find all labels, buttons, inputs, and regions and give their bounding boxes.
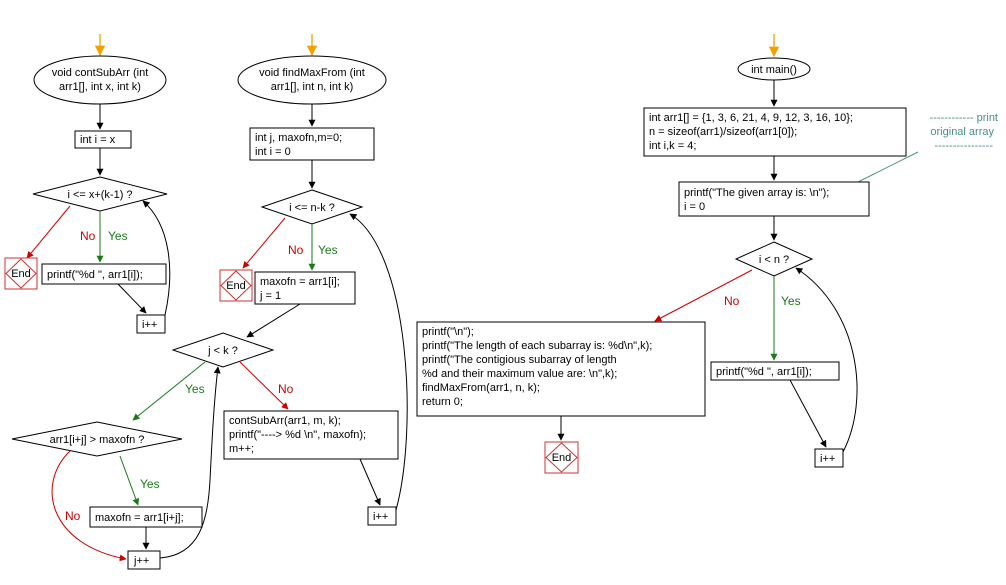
end-terminal: End [4,257,38,290]
print-original-array-note: ------------ print original array ------… [930,112,998,152]
findmaxfrom-j-increment-text: j++ [133,555,149,567]
contsubarr-start-line-2: arr1[], int x, int k) [59,81,141,93]
contsubarr-start: void contSubArr (int arr1[], int x, int … [33,55,167,105]
findmaxfrom-update-box: maxofn = arr1[i+j]; [89,506,203,528]
main-flow: int main() int arr1[] = {1, 3, 6, 21, 4,… [416,34,998,474]
findmaxfrom-j-increment-box: j++ [127,550,161,570]
findmaxfrom-call-line-2: printf("----> %d \n", maxofn); [229,429,366,441]
contsubarr-increment-box: i++ [136,314,166,334]
main-final-line-1: printf("\n"); [422,326,474,338]
findmaxfrom-i-increment-text: i++ [373,511,388,523]
contsubarr-condition: i <= x+(k-1) ? [32,176,168,212]
main-start: int main() [737,57,811,81]
yes-edge [119,455,140,506]
findmaxfrom-start-line-2: arr1[], int n, int k) [271,81,354,93]
end-terminal: End [219,269,253,302]
contsubarr-print-box: printf("%d ", arr1[i]); [41,263,167,285]
no-edge [654,269,753,322]
connector [246,303,301,338]
findmaxfrom-init-line-2: int i = 0 [255,146,291,158]
end-label: End [11,268,31,280]
main-print-element-text: printf("%d ", arr1[i]); [716,366,812,378]
no-edge [239,361,289,410]
note-line-2: original array [930,126,994,138]
findmaxfrom-call-box: contSubArr(arr1, m, k); printf("----> %d… [223,410,399,460]
no-edge [242,217,286,269]
main-print-header-line-2: i = 0 [684,201,705,213]
main-final-line-3: printf("The contigious subarray of lengt… [422,354,617,366]
contsubarr-start-line-1: void contSubArr (int [52,67,149,79]
contsubarr-increment-text: i++ [142,319,157,331]
main-condition-text: i < n ? [759,254,789,266]
end-label: End [552,452,572,464]
findmaxfrom-i-increment-box: i++ [367,506,397,526]
findmaxfrom-inner-condition: j < k ? [171,332,275,368]
yes-label: Yes [318,243,338,257]
main-declaration-box: int arr1[] = {1, 3, 6, 21, 4, 9, 12, 3, … [643,107,907,157]
main-final-line-5: findMaxFrom(arr1, n, k); [422,382,540,394]
no-label: No [65,509,81,523]
main-declaration-line-2: n = sizeof(arr1)/sizeof(arr1[0]); [649,126,797,138]
contsubarr-init-text: int i = x [80,134,116,146]
main-print-element-box: printf("%d ", arr1[i]); [710,361,840,381]
findmaxfrom-start-line-1: void findMaxFrom (int [259,67,365,79]
contsubarr-flow: void contSubArr (int arr1[], int x, int … [4,34,171,334]
yes-label: Yes [140,477,160,491]
contsubarr-condition-text: i <= x+(k-1) ? [67,189,132,201]
note-line-3: ---------------- [934,140,993,152]
main-increment-box: i++ [814,448,844,468]
main-final-line-6: return 0; [422,396,463,408]
no-edge [26,205,71,259]
main-print-header-box: printf("The given array is: \n"); i = 0 [678,181,870,217]
main-increment-text: i++ [820,453,835,465]
yes-label: Yes [108,229,128,243]
no-label: No [80,229,96,243]
findmaxfrom-compare-condition-text: arr1[i+j] > maxofn ? [50,434,145,446]
loop-back-edge [349,213,408,511]
main-declaration-line-1: int arr1[] = {1, 3, 6, 21, 4, 9, 12, 3, … [649,112,853,124]
main-final-line-4: %d and their maximum value are: \n",k); [422,368,617,380]
end-label: End [226,280,246,292]
findmaxfrom-assign-line-2: j = 1 [259,290,281,302]
end-terminal: End [544,441,579,474]
connector [789,379,827,448]
no-edge [51,450,127,562]
findmaxfrom-call-line-3: m++; [229,443,254,455]
main-final-line-2: printf("The length of each subarray is: … [422,340,652,352]
findmaxfrom-flow: void findMaxFrom (int arr1[], int n, int… [11,34,408,570]
findmaxfrom-init-line-1: int j, maxofn,m=0; [255,132,342,144]
yes-label: Yes [185,382,205,396]
findmaxfrom-compare-condition: arr1[i+j] > maxofn ? [11,421,183,457]
main-declaration-line-3: int i,k = 4; [649,140,696,152]
findmaxfrom-outer-condition: i <= n-k ? [260,189,364,225]
findmaxfrom-assign-box: maxofn = arr1[i]; j = 1 [254,271,356,305]
note-line-1: ------------ print [930,112,998,124]
main-final-block: printf("\n"); printf("The length of each… [416,321,706,417]
contsubarr-print-text: printf("%d ", arr1[i]); [47,269,143,281]
yes-label: Yes [781,294,801,308]
findmaxfrom-outer-condition-text: i <= n-k ? [289,202,335,214]
main-start-text: int main() [751,64,797,76]
findmaxfrom-inner-condition-text: j < k ? [207,345,238,357]
findmaxfrom-update-text: maxofn = arr1[i+j]; [95,512,184,524]
no-label: No [288,243,304,257]
loop-back-edge [159,366,221,559]
loop-back-edge [795,267,858,453]
note-connector [857,151,919,183]
no-label: No [724,294,740,308]
findmaxfrom-start: void findMaxFrom (int arr1[], int n, int… [237,55,387,105]
connector [117,283,147,314]
loop-back-edge [142,200,171,316]
contsubarr-init-box: int i = x [74,130,132,149]
yes-edge [132,361,206,421]
main-print-header-line-1: printf("The given array is: \n"); [684,187,829,199]
findmaxfrom-init-box: int j, maxofn,m=0; int i = 0 [249,127,375,161]
no-label: No [278,382,294,396]
findmaxfrom-assign-line-1: maxofn = arr1[i]; [260,276,340,288]
findmaxfrom-call-line-1: contSubArr(arr1, m, k); [229,415,341,427]
connector [359,458,381,506]
